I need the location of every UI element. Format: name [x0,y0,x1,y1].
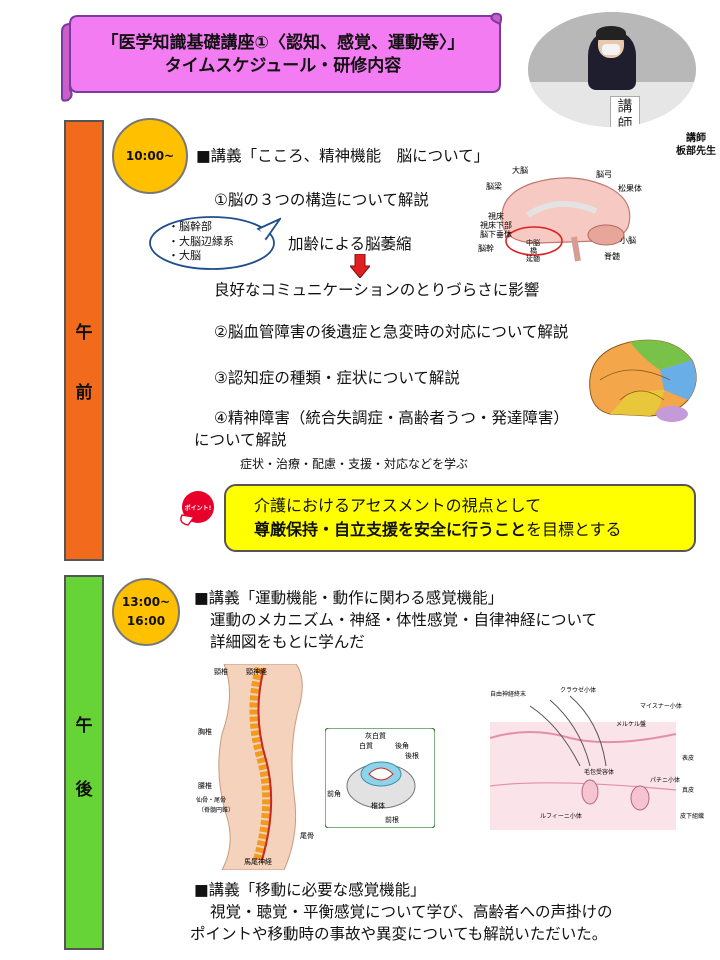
callout-item: ・大脳辺縁系 [168,234,234,248]
pm-lecture-1-title: ■講義「運動機能・動作に関わる感覚機能」 [194,589,504,607]
label-pacini: パチニ小体 [650,776,680,784]
am-label-1: 午 [75,323,93,343]
label-anterior-horn: 前角 [327,789,341,798]
label-conus: （脊髄円錐） [198,806,234,814]
am-learning-topics: 症状・治療・配慮・支援・対応などを学ぶ [240,457,469,471]
caption-name: 板部先生 [676,146,716,157]
pm-lecture-2-title: ■講義「移動に必要な感覚機能」 [194,881,426,899]
label-hypothalamus: 視床下部 [480,220,512,230]
label-cerebrum: 大脳 [512,165,528,175]
point-badge-icon: ポイント! [180,491,214,526]
label-epidermis: 表皮 [682,754,694,762]
title-line-2: タイムスケジュール・研修内容 [164,56,402,76]
communication-effect: 良好なコミュニケーションのとりづらさに影響 [214,281,540,299]
pm-lecture-1-desc: 運動のメカニズム・神経・体性感覚・自律神経について [210,611,598,629]
key-point-line-2: 尊厳保持・自立支援を安全に行うことを目標とする [254,518,694,542]
am-item-1: ①脳の３つの構造について解説 [214,191,429,209]
label-vertebral-body: 椎体 [371,801,385,810]
label-gray-matter: 灰白質 [365,731,386,740]
label-midbrain: 中脳 [526,238,540,247]
label-cervical-nerve: 頸神経 [246,667,267,676]
callout-item: ・大脳 [168,249,201,262]
label-hair-follicle: 毛包受容体 [584,768,614,776]
am-lecture-title: ■講義「こころ、精神機能 脳について」 [196,147,490,165]
am-section-bar: 午 前 [64,120,104,561]
label-sacrum: 仙骨・尾骨 [196,796,226,804]
am-item-4-cont: について解説 [194,431,287,449]
label-krause: クラウゼ小体 [560,686,596,694]
label-free-nerve: 自由神経終末 [490,690,526,698]
pm-label-1: 午 [75,716,93,736]
label-pituitary: 脳下垂体 [480,229,512,239]
label-dermis: 真皮 [682,786,694,794]
spine-illustration: 頸椎 頸神経 胸椎 腰椎 仙骨・尾骨 （脊髄円錐） 尾骨 馬尾神経 [196,664,314,870]
pm-lecture-2-desc: 視覚・聴覚・平衡感覚について学び、高齢者への声掛けの [210,903,613,921]
instructor-photo: 講師 [528,12,696,127]
label-corpus-callosum: 脳梁 [486,181,502,191]
am-item-4: ④精神障害（統合失調症・高齢者うつ・発達障害） [214,409,569,427]
pm-lecture-1-desc-2: 詳細図をもとに学んだ [210,633,365,651]
instructor-sign: 講師 [610,96,640,127]
label-white-matter: 白質 [359,741,373,750]
label-thoracic: 胸椎 [198,727,212,736]
pm-time-badge: 13:00~ 16:00 [112,578,180,646]
label-posterior-horn: 後角 [395,741,409,750]
label-coccyx: 尾骨 [300,832,314,840]
scroll-banner-shape [61,12,503,102]
brain-section-illustration: 大脳 脳弓 脳梁 松果体 視床 視床下部 脳下垂体 脳幹 中脳 橋 延髄 小脳 … [478,165,642,263]
arrow-down-icon [350,254,370,278]
label-medulla: 延髄 [526,254,540,263]
skin-receptors-illustration: 自由神経終末 クラウゼ小体 マイスナー小体 メルケル盤 表皮 真皮 毛包受容体 … [490,686,704,830]
label-cauda: 馬尾神経 [244,857,272,866]
label-ventral-root: 前根 [385,815,399,824]
title-line-1: 「医学知識基礎講座①〈認知、感覚、運動等〉」 [101,33,465,53]
label-ruffini: ルフィーニ小体 [540,812,582,820]
label-fornix: 脳弓 [596,169,612,179]
pm-lecture-2-desc-2: ポイントや移動時の事故や異変についても解説いただいた。 [190,925,608,943]
am-item-2: ②脳血管障害の後遺症と急変時の対応について解説 [214,323,569,341]
label-pons: 橋 [530,246,537,255]
page-title: 「医学知識基礎講座①〈認知、感覚、運動等〉」 タイムスケジュール・研修内容 [78,32,488,78]
caption-role: 講師 [686,133,706,144]
pm-time-start: 13:00~ [121,595,171,609]
brain-lobes-illustration [589,339,697,422]
key-point-box: 介護におけるアセスメントの視点として 尊厳保持・自立支援を安全に行うことを目標と… [224,484,696,552]
atrophy-text: 加齢による脳萎縮 [288,235,412,253]
title-banner: 「医学知識基礎講座①〈認知、感覚、運動等〉」 タイムスケジュール・研修内容 [60,12,506,102]
label-lumbar: 腰椎 [198,781,212,790]
label-pineal: 松果体 [618,183,642,193]
key-point-bold: 尊厳保持・自立支援を安全に行うこと [254,520,527,539]
label-dorsal-root: 後根 [405,751,419,760]
key-point-line-1: 介護におけるアセスメントの視点として [254,496,542,515]
am-item-3: ③認知症の種類・症状について解説 [214,369,460,387]
am-label-2: 前 [75,383,93,403]
pm-section-bar: 午 後 [64,575,104,950]
label-meissner: マイスナー小体 [640,702,682,710]
am-time-badge: 10:00~ [112,118,188,194]
pm-time-end: 16:00 [126,614,166,628]
pm-label-2: 後 [75,780,93,800]
spinal-cord-section-illustration: 灰白質 白質 後角 後根 前角 前根 椎体 [325,728,435,828]
label-cervical: 頸椎 [214,667,228,676]
key-point-rest: を目標とする [526,520,622,539]
callout-item: ・脳幹部 [168,220,212,233]
brain-parts-callout: ・脳幹部 ・大脳辺縁系 ・大脳 [148,211,281,271]
label-thalamus: 視床 [488,211,504,221]
point-badge-label: ポイント! [185,504,212,512]
label-cerebellum: 小脳 [620,235,636,245]
label-spinal-cord: 脊髄 [604,251,620,261]
label-merkel: メルケル盤 [616,720,646,728]
instructor-caption: 講師 板部先生 [672,132,720,158]
label-subcutis: 皮下組織 [680,812,704,820]
label-brainstem: 脳幹 [478,243,494,253]
